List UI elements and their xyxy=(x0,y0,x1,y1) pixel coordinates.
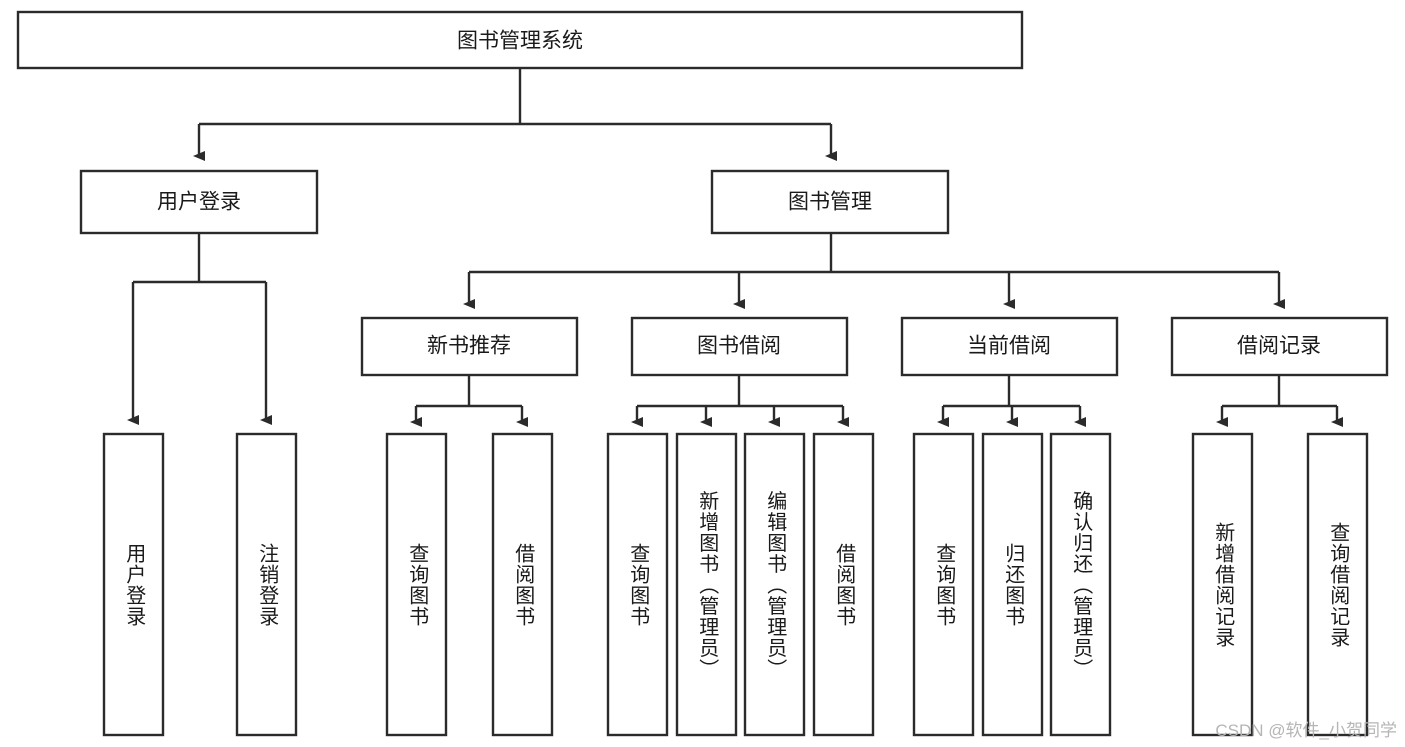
node-leaf-query-book-2[interactable]: 查询图书 xyxy=(606,432,669,737)
node-leaf-add-book-box[interactable] xyxy=(675,432,738,737)
node-book-borrow-label: 图书借阅 xyxy=(697,335,781,358)
node-borrow-record-box[interactable] xyxy=(1170,316,1389,377)
node-leaf-borrow-book-1-box[interactable] xyxy=(491,432,554,737)
node-leaf-user-login-label: 用户登录 xyxy=(123,543,146,627)
node-leaf-add-record[interactable]: 新增借阅记录 xyxy=(1191,432,1254,737)
node-current-borrow[interactable]: 当前借阅 xyxy=(900,316,1119,377)
node-leaf-logout-box[interactable] xyxy=(235,432,298,737)
node-book-borrow-box[interactable] xyxy=(630,316,849,377)
node-leaf-query-book-1-box[interactable] xyxy=(385,432,448,737)
node-leaf-user-login[interactable]: 用户登录 xyxy=(102,432,165,737)
node-leaf-add-book[interactable]: 新增图书（管理员） xyxy=(675,432,738,737)
node-leaf-query-record-label: 查询借阅记录 xyxy=(1327,522,1350,648)
node-leaf-edit-book-label: 编辑图书（管理员） xyxy=(764,490,787,679)
node-book-management[interactable]: 图书管理 xyxy=(710,169,950,235)
node-book-management-box[interactable] xyxy=(710,169,950,235)
node-leaf-add-record-label: 新增借阅记录 xyxy=(1212,522,1235,648)
node-book-management-label: 图书管理 xyxy=(788,191,872,214)
connector-group-root xyxy=(193,68,837,161)
node-leaf-return-book-box[interactable] xyxy=(981,432,1044,737)
node-leaf-borrow-book-1[interactable]: 借阅图书 xyxy=(491,432,554,737)
node-leaf-logout-label: 注销登录 xyxy=(256,543,279,627)
node-leaf-confirm-return-label: 确认归还（管理员） xyxy=(1070,490,1093,679)
node-leaf-user-login-box[interactable] xyxy=(102,432,165,737)
node-leaf-query-record-box[interactable] xyxy=(1306,432,1369,737)
node-leaf-add-book-label: 新增图书（管理员） xyxy=(696,490,719,679)
node-leaf-query-book-1-label: 查询图书 xyxy=(406,543,429,627)
node-root-box[interactable] xyxy=(16,10,1024,70)
connector-group-borrow-record xyxy=(1216,375,1343,427)
node-leaf-query-record[interactable]: 查询借阅记录 xyxy=(1306,432,1369,737)
node-leaf-return-book[interactable]: 归还图书 xyxy=(981,432,1044,737)
node-leaf-borrow-book-1-label: 借阅图书 xyxy=(512,543,535,627)
node-user-login-label: 用户登录 xyxy=(157,191,241,214)
node-user-login-box[interactable] xyxy=(79,169,319,235)
node-current-borrow-box[interactable] xyxy=(900,316,1119,377)
node-leaf-borrow-book-2[interactable]: 借阅图书 xyxy=(812,432,875,737)
node-user-login[interactable]: 用户登录 xyxy=(79,169,319,235)
node-new-book-recommend-label: 新书推荐 xyxy=(427,335,511,358)
node-new-book-recommend-box[interactable] xyxy=(360,316,579,377)
node-root[interactable]: 图书管理系统 xyxy=(16,10,1024,70)
connector-group-user-login xyxy=(127,233,272,425)
node-leaf-query-book-3[interactable]: 查询图书 xyxy=(912,432,975,737)
node-leaf-edit-book[interactable]: 编辑图书（管理员） xyxy=(743,432,806,737)
node-borrow-record-label: 借阅记录 xyxy=(1237,335,1321,358)
node-new-book-recommend[interactable]: 新书推荐 xyxy=(360,316,579,377)
node-leaf-query-book-2-box[interactable] xyxy=(606,432,669,737)
node-leaf-confirm-return-box[interactable] xyxy=(1049,432,1112,737)
node-leaf-query-book-1[interactable]: 查询图书 xyxy=(385,432,448,737)
node-borrow-record[interactable]: 借阅记录 xyxy=(1170,316,1389,377)
node-leaf-confirm-return[interactable]: 确认归还（管理员） xyxy=(1049,432,1112,737)
node-leaf-borrow-book-2-label: 借阅图书 xyxy=(833,543,856,627)
connector-group-new-book-recommend xyxy=(410,375,528,427)
node-leaf-return-book-label: 归还图书 xyxy=(1002,543,1025,627)
node-leaf-query-book-3-label: 查询图书 xyxy=(933,543,956,627)
node-book-borrow[interactable]: 图书借阅 xyxy=(630,316,849,377)
node-current-borrow-label: 当前借阅 xyxy=(967,335,1051,358)
node-leaf-query-book-2-label: 查询图书 xyxy=(627,543,650,627)
node-leaf-logout[interactable]: 注销登录 xyxy=(235,432,298,737)
connector-group-book-borrow xyxy=(631,375,849,427)
node-leaf-query-book-3-box[interactable] xyxy=(912,432,975,737)
node-root-label: 图书管理系统 xyxy=(457,30,583,53)
node-leaf-add-record-box[interactable] xyxy=(1191,432,1254,737)
node-leaf-edit-book-box[interactable] xyxy=(743,432,806,737)
connector-group-current-borrow xyxy=(937,375,1086,427)
connector-group-book-management xyxy=(463,233,1285,309)
node-leaf-borrow-book-2-box[interactable] xyxy=(812,432,875,737)
